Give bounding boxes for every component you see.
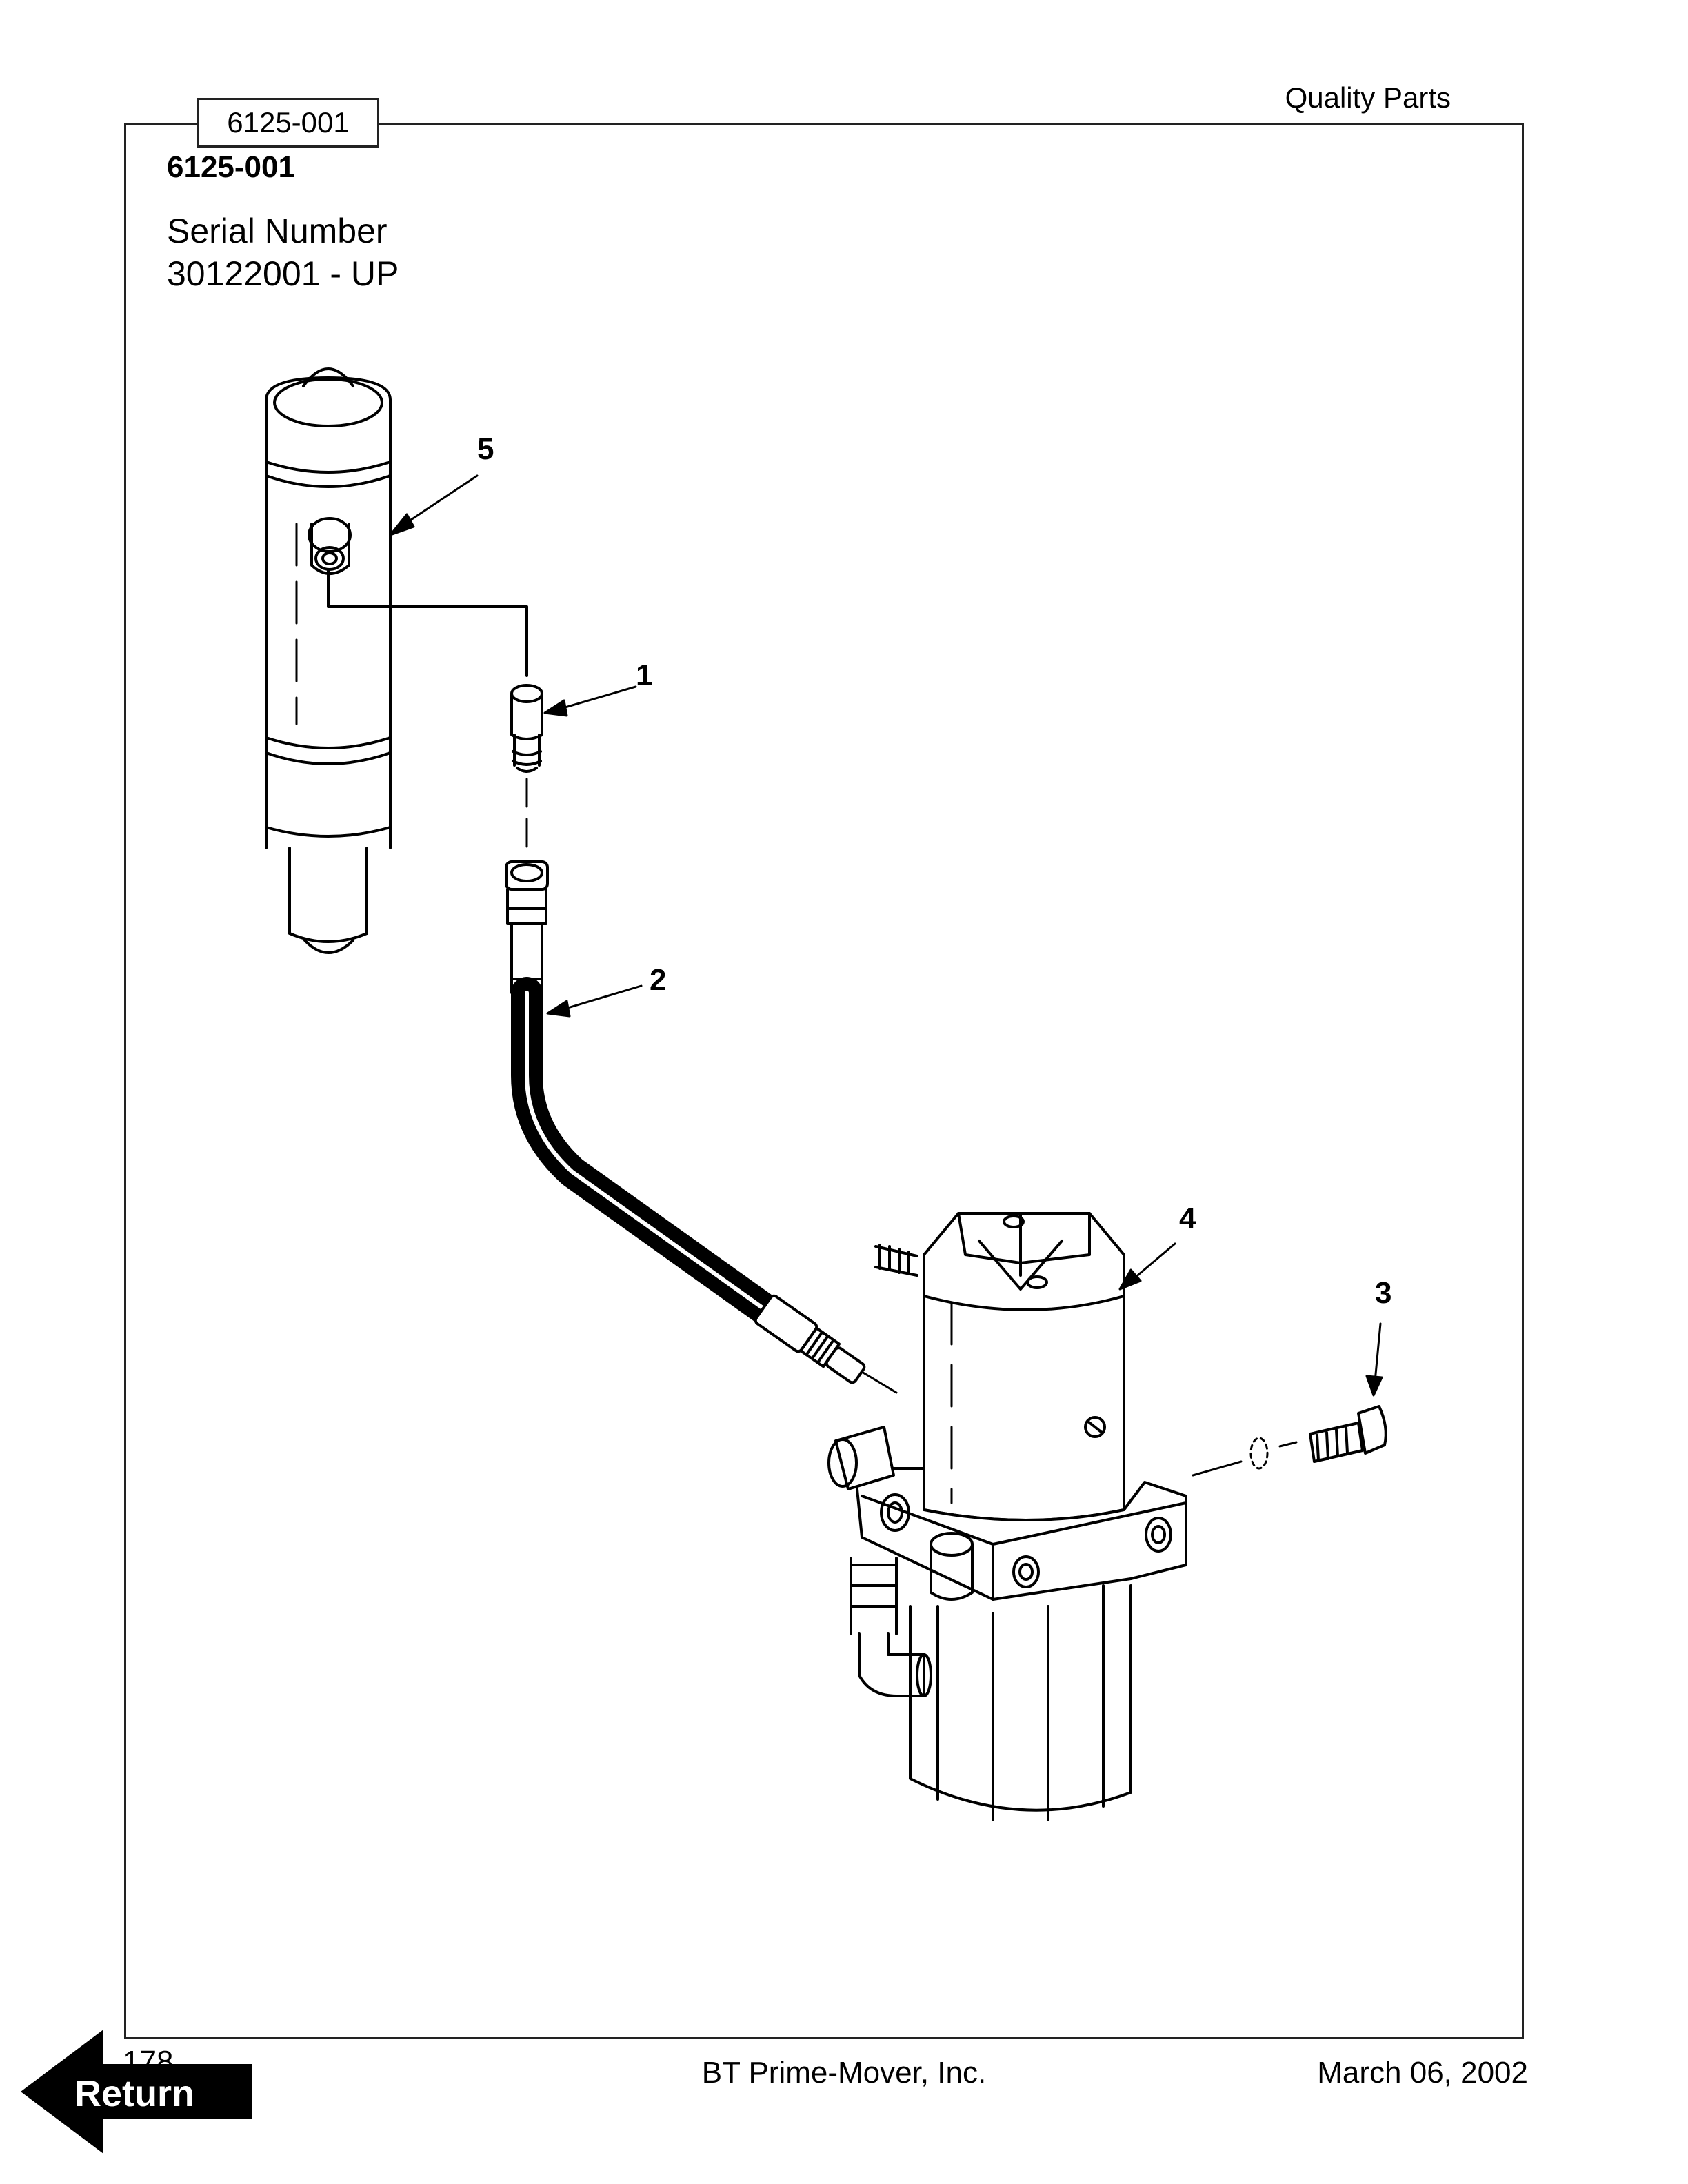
serial-number-label: Serial Number (167, 212, 388, 250)
page-frame (124, 123, 1524, 2039)
part-number-tab: 6125-001 (197, 98, 379, 148)
return-button[interactable]: Return (21, 2030, 255, 2154)
serial-number-range: 30122001 - UP (167, 254, 399, 293)
part-title: 6125-001 (167, 150, 295, 184)
callout-3: 3 (1375, 1276, 1391, 1310)
back-arrow-icon (21, 2030, 252, 2154)
callout-4: 4 (1179, 1202, 1196, 1235)
hose-part (505, 860, 898, 1394)
return-label: Return (74, 2073, 194, 2114)
callout-2: 2 (650, 963, 666, 997)
callout-5: 5 (477, 432, 494, 466)
fitting-part (510, 684, 543, 856)
footer-company: BT Prime-Mover, Inc. (701, 2056, 987, 2090)
footer-date: March 06, 2002 (1317, 2056, 1528, 2090)
header-title: Quality Parts (1285, 81, 1451, 114)
cylinder-part (265, 367, 528, 954)
screw-part (1192, 1405, 1387, 1477)
pump-assembly-part (827, 1212, 1187, 1821)
callout-1: 1 (636, 658, 652, 692)
leader-lines (389, 474, 1383, 1397)
